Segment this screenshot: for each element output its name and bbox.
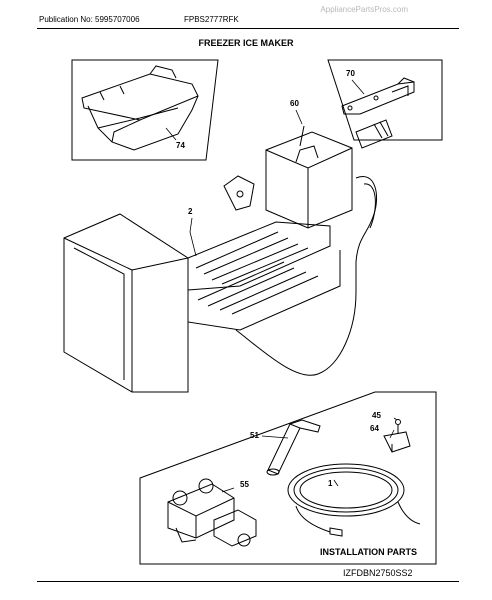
callout-64: 64 [370, 424, 379, 433]
ice-bucket-box [71, 59, 219, 161]
publication-number: Publication No: 5995707006 [39, 15, 140, 24]
ice-bucket-drawing [81, 65, 199, 151]
ice-maker-drawing [63, 119, 393, 393]
model-number: FPBS2777RFK [184, 15, 239, 24]
clip-drawing [383, 419, 411, 453]
callout-45: 45 [372, 411, 381, 420]
diagram-code: IZFDBN2750SS2 [343, 568, 413, 578]
installation-parts-label: INSTALLATION PARTS [320, 547, 417, 557]
callout-70: 70 [346, 69, 355, 78]
installation-parts-box [139, 391, 437, 565]
page-title: FREEZER ICE MAKER [198, 38, 294, 48]
bracket-drawing [341, 77, 415, 115]
footer-rule [37, 581, 459, 582]
watermark-text: AppliancePartsPros.com [320, 5, 408, 14]
callout-2: 2 [188, 207, 193, 216]
fill-tube-drawing [266, 419, 321, 476]
water-valve-drawing [167, 478, 257, 547]
bracket-box [327, 59, 443, 141]
callout-60: 60 [290, 99, 299, 108]
callout-51: 51 [250, 431, 259, 440]
callout-1: 1 [328, 479, 333, 488]
header-rule [37, 28, 459, 29]
leader-lines [165, 79, 398, 493]
callout-74: 74 [176, 141, 185, 150]
callout-55: 55 [240, 480, 249, 489]
water-line-drawing [287, 463, 421, 537]
